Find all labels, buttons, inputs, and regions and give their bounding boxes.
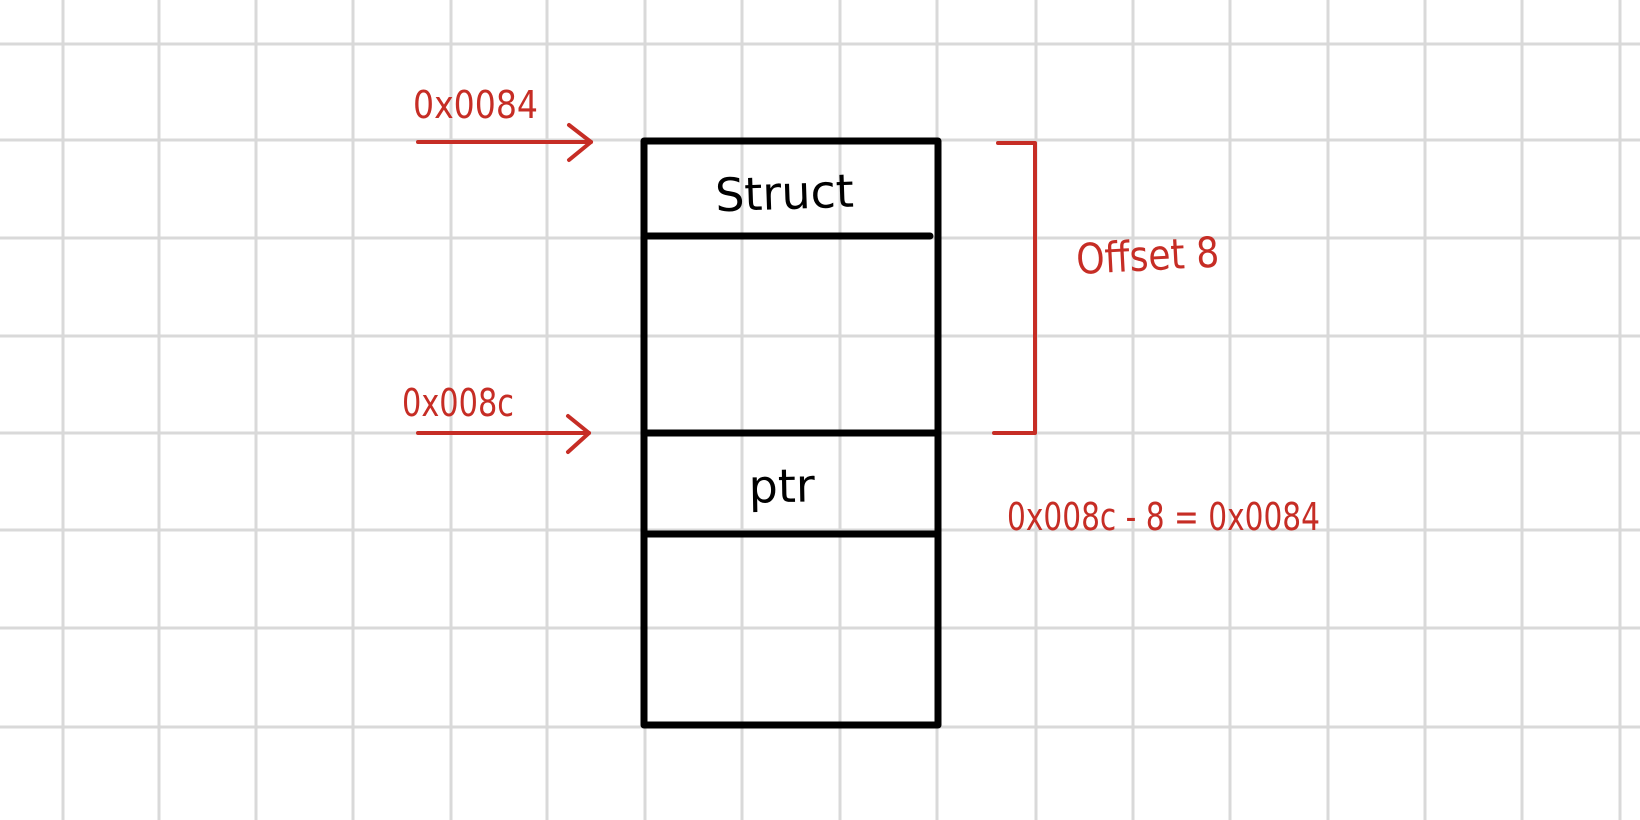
ptr-address-arrow xyxy=(416,414,591,454)
address-equation: 0x008c - 8 = 0x0084 xyxy=(1007,495,1320,539)
ptr-address-pointer: 0x008c xyxy=(402,381,591,454)
struct-cell-label: Struct xyxy=(714,164,854,223)
struct-address-pointer: 0x0084 xyxy=(413,83,593,162)
memory-stack xyxy=(640,137,942,729)
offset-label: Offset 8 xyxy=(1075,228,1220,284)
ptr-address-label: 0x008c xyxy=(402,381,514,425)
ptr-cell-label: ptr xyxy=(748,458,815,513)
offset-bracket xyxy=(992,141,1037,435)
struct-address-label: 0x0084 xyxy=(413,83,538,127)
struct-address-arrow xyxy=(416,123,593,162)
